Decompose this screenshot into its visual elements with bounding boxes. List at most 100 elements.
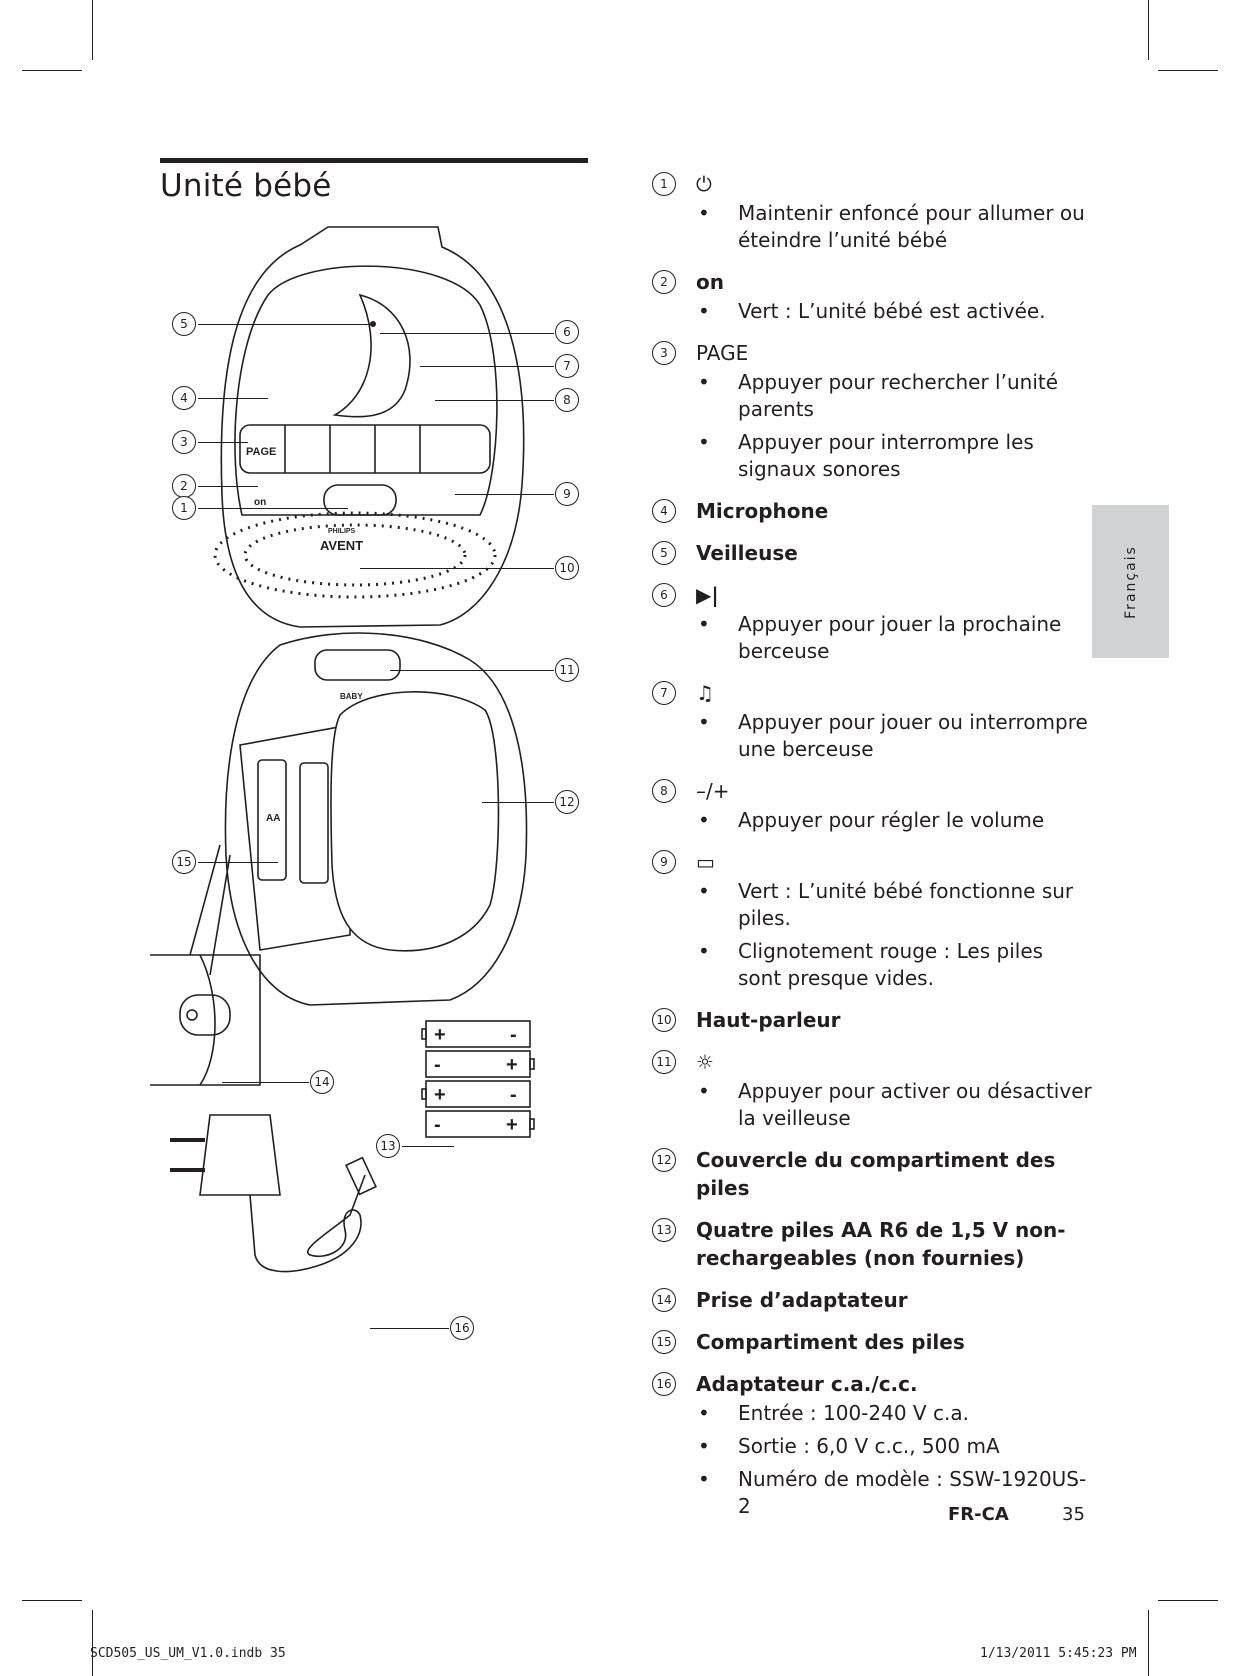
item-title: Compartiment des piles — [696, 1330, 965, 1354]
crop-mark — [22, 70, 82, 71]
callout-13: 13 — [376, 1134, 400, 1158]
baby-unit-front-body — [220, 226, 525, 628]
leader-line — [380, 333, 554, 335]
list-item: 8–/+Appuyer pour régler le volume — [652, 777, 1092, 834]
baby-unit-front-inner — [234, 265, 498, 516]
item-number-badge: 7 — [652, 681, 676, 705]
list-item: 15 Compartiment des piles — [652, 1328, 1092, 1356]
leader-line — [455, 494, 554, 496]
item-number-badge: 15 — [652, 1330, 676, 1354]
leader-line — [198, 324, 372, 326]
bullet-text: Appuyer pour activer ou désactiver la ve… — [652, 1078, 1092, 1132]
list-item: 12 Couvercle du compartiment des piles — [652, 1146, 1092, 1202]
leader-line — [402, 1146, 454, 1148]
item-number-badge: 14 — [652, 1288, 676, 1312]
item-number-badge: 12 — [652, 1148, 676, 1172]
item-title: ☼ — [696, 1050, 714, 1074]
callout-2: 2 — [172, 474, 196, 498]
leader-line — [198, 862, 278, 864]
nightlight-button — [314, 649, 401, 681]
bullet-text: Vert : L’unité bébé est activée. — [652, 298, 1092, 325]
bullet-text: Numéro de modèle : SSW-1920US-2 — [652, 1466, 1092, 1520]
on-label: on — [254, 497, 266, 508]
callout-12: 12 — [555, 790, 579, 814]
crop-mark — [92, 0, 93, 60]
item-title: Prise d’adaptateur — [696, 1288, 908, 1312]
title-rule — [160, 158, 588, 163]
leader-line — [370, 1328, 449, 1330]
print-slug-file: SCD505_US_UM_V1.0.indb 35 — [90, 1646, 286, 1661]
item-bullets: Appuyer pour rechercher l’unité parentsA… — [652, 369, 1092, 483]
item-title: Veilleuse — [696, 541, 798, 565]
adapter-socket-inset — [150, 954, 261, 1086]
item-title: Quatre piles AA R6 de 1,5 V non-recharge… — [696, 1218, 1066, 1270]
item-title: Couvercle du compartiment des piles — [696, 1148, 1056, 1200]
callout-7: 7 — [555, 354, 579, 378]
callout-8: 8 — [555, 388, 579, 412]
brand-top-label: PHILIPS — [328, 528, 356, 535]
list-item: 10 Haut-parleur — [652, 1006, 1092, 1034]
bullet-text: Clignotement rouge : Les piles sont pres… — [652, 938, 1092, 992]
brand-main-label: AVENT — [320, 538, 363, 553]
bullet-text: Vert : L’unité bébé fonctionne sur piles… — [652, 878, 1092, 932]
item-number-badge: 2 — [652, 270, 676, 294]
leader-line — [482, 802, 554, 804]
language-side-tab: Français — [1092, 505, 1169, 658]
item-number-badge: 11 — [652, 1050, 676, 1074]
language-tab-label: Français — [1122, 544, 1139, 619]
item-bullets: Appuyer pour jouer la prochaine berceuse — [652, 611, 1092, 665]
baby-unit-diagram: PAGE on PHILIPS AVENT BABY AA + - - + + … — [150, 226, 535, 1273]
ac-dc-adapter — [199, 1114, 281, 1196]
bullet-text: Maintenir enfoncé pour allumer ou éteind… — [652, 200, 1092, 254]
battery-cover — [330, 691, 500, 952]
item-number-badge: 1 — [652, 172, 676, 196]
item-number-badge: 3 — [652, 341, 676, 365]
list-item: 7♫Appuyer pour jouer ou interrompre une … — [652, 679, 1092, 763]
footer-page-number: 35 — [1062, 1504, 1085, 1525]
battery-2-left-sign: - — [434, 1054, 441, 1076]
list-item: 9▭Vert : L’unité bébé fonctionne sur pil… — [652, 848, 1092, 992]
crop-mark — [1148, 0, 1149, 60]
bullet-text: Appuyer pour interrompre les signaux son… — [652, 429, 1092, 483]
item-number-badge: 6 — [652, 583, 676, 607]
callout-5: 5 — [172, 312, 196, 336]
item-number-badge: 8 — [652, 779, 676, 803]
callout-11: 11 — [555, 658, 579, 682]
callout-4: 4 — [172, 386, 196, 410]
list-item: 14 Prise d’adaptateur — [652, 1286, 1092, 1314]
item-number-badge: 10 — [652, 1008, 676, 1032]
item-title: Adaptateur c.a./c.c. — [696, 1372, 918, 1396]
page-title: Unité bébé — [160, 168, 332, 204]
baby-unit-back-body — [224, 632, 528, 1006]
leader-dot — [370, 321, 376, 327]
list-item: 6 ▶| Appuyer pour jouer la prochaine berce… — [652, 581, 1092, 665]
item-title: Haut-parleur — [696, 1008, 841, 1032]
item-number-badge: 16 — [652, 1372, 676, 1396]
item-title: ▶| — [696, 583, 719, 607]
callout-6: 6 — [555, 320, 579, 344]
battery-2-right-sign: + — [506, 1054, 518, 1076]
item-bullets: Appuyer pour activer ou désactiver la ve… — [652, 1078, 1092, 1132]
leader-line — [198, 398, 268, 400]
item-title: –/+ — [696, 779, 730, 803]
battery-type-label: AA — [266, 813, 280, 824]
crop-mark — [22, 1600, 82, 1601]
leader-line — [360, 568, 554, 570]
crop-mark — [1158, 70, 1218, 71]
bullet-text: Sortie : 6,0 V c.c., 500 mA — [652, 1433, 1092, 1460]
battery-4-right-sign: + — [506, 1114, 518, 1136]
leader-line — [420, 366, 554, 368]
callout-15: 15 — [172, 850, 196, 874]
list-item: 3PAGEAppuyer pour rechercher l’unité par… — [652, 339, 1092, 483]
leader-line — [198, 486, 258, 488]
battery-3-left-sign: + — [434, 1084, 446, 1106]
item-bullets: Vert : L’unité bébé fonctionne sur piles… — [652, 878, 1092, 992]
item-title: on — [696, 270, 724, 294]
list-item: 2 onVert : L’unité bébé est activée. — [652, 268, 1092, 325]
power-button — [323, 484, 397, 516]
item-number-badge: 5 — [652, 541, 676, 565]
bullet-text: Appuyer pour jouer ou interrompre une be… — [652, 709, 1092, 763]
callout-16: 16 — [450, 1316, 474, 1340]
bullet-text: Appuyer pour rechercher l’unité parents — [652, 369, 1092, 423]
item-title: ⏻ — [696, 172, 712, 196]
